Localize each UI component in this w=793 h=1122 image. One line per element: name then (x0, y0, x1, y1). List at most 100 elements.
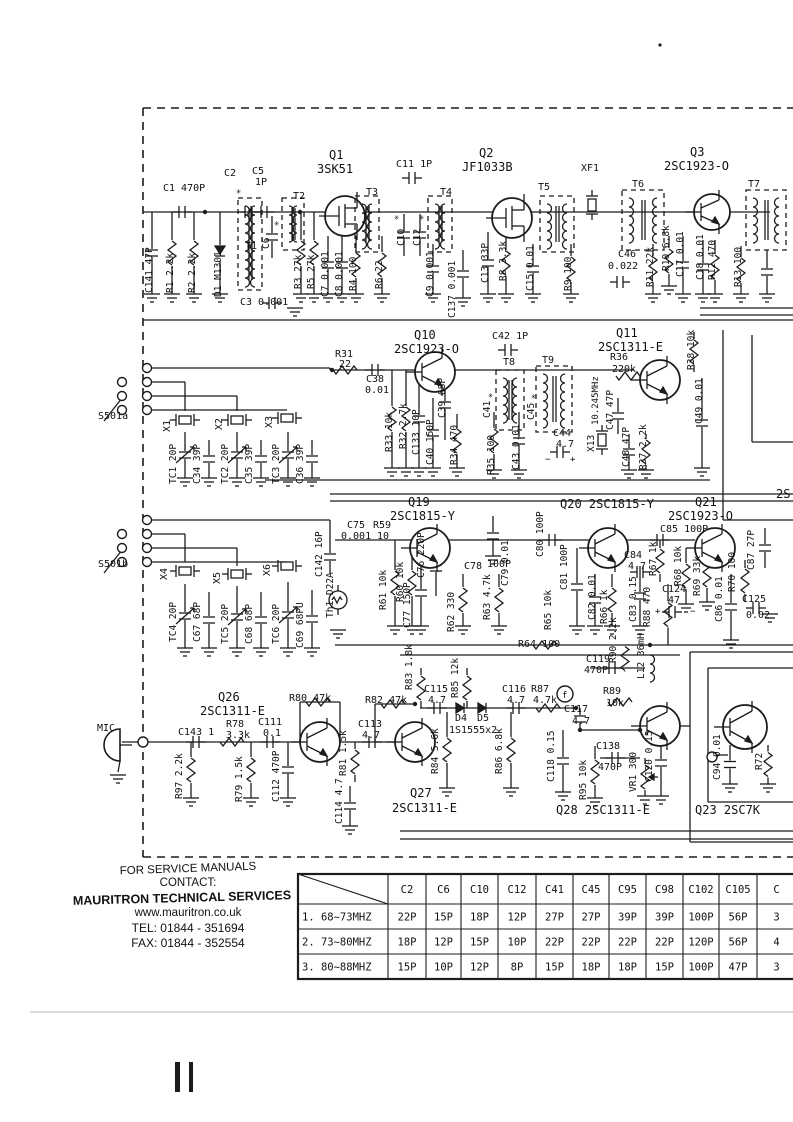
table-cell: 2. 73~80MHZ (302, 937, 372, 949)
component-label: VR1 300 (628, 752, 639, 792)
component-label: R11 22k (645, 247, 656, 287)
component-label: D5 (477, 713, 489, 724)
crystal-symbol (280, 561, 294, 571)
component-label: 0.01 (365, 385, 389, 396)
schematic-symbols (30, 43, 793, 1092)
resistor-symbol (654, 548, 666, 574)
component-label: ✳ (274, 219, 280, 229)
component-label: C76 220P (416, 532, 427, 578)
component-label: C9 0.001 (425, 251, 436, 297)
component-label: C137 0.001 (447, 261, 458, 318)
component-label: ✳ (488, 391, 494, 401)
service-contact-block: FOR SERVICE MANUALS CONTACT: MAURITRON T… (58, 861, 318, 951)
component-label: R89 (603, 686, 621, 697)
component-label: C83 0.15 (628, 576, 639, 622)
table-cell: 15P (434, 912, 453, 924)
component-label: Q23 2SC7K (695, 803, 761, 817)
transistor-collector (700, 199, 720, 209)
component-label: R90 2.2k (608, 617, 619, 663)
component-label: C35 39P (244, 444, 255, 484)
component-label: R63 4.7k (482, 574, 493, 620)
resistor-symbol (332, 364, 358, 376)
component-label: Th1 D22A (325, 572, 336, 618)
transformer-coil (628, 197, 635, 244)
table-cell: 10P (434, 962, 453, 974)
crystal-symbol (178, 415, 192, 425)
component-label: + (655, 607, 661, 617)
component-label: C117 (564, 704, 588, 715)
component-label: 2SC1923-O (394, 342, 459, 356)
contact-fax: FAX: 01844 - 352554 (131, 935, 245, 950)
component-label: C15 0.01 (525, 245, 536, 291)
component-label: R70 100 (727, 552, 738, 592)
table-cell: C98 (655, 884, 674, 896)
component-label: S501b (98, 559, 128, 570)
component-label: R67 1k (648, 541, 659, 576)
component-label: S501a (98, 411, 128, 422)
component-label: R31 (335, 349, 353, 360)
junction-node (202, 209, 208, 215)
junction-node (412, 701, 418, 707)
table-cell: 3 (773, 962, 779, 974)
resistor-symbol (647, 256, 659, 282)
component-label: C81 100P (559, 544, 570, 590)
resistor-symbol (457, 587, 469, 613)
component-label: MIC (97, 723, 115, 734)
component-label: Q2 (479, 146, 493, 160)
table-cell: 22P (545, 937, 564, 949)
component-label: X5 (212, 572, 223, 584)
table-cell: 39P (655, 912, 674, 924)
component-label: R88 470 (642, 587, 653, 627)
component-label: C36 39P (295, 444, 306, 484)
component-label: X3 (264, 416, 275, 428)
table-cell: 10P (508, 937, 527, 949)
component-label: C3 0.001 (240, 297, 288, 308)
emitter-arrow (414, 747, 424, 758)
resistor-symbol (349, 749, 361, 775)
resistor-symbol (739, 568, 751, 594)
component-label: C46 (618, 249, 636, 260)
component-label: C86 0.01 (714, 576, 725, 622)
transformer-coil (542, 373, 549, 429)
junction-node (573, 705, 579, 711)
component-label: R86 6.8k (494, 728, 505, 774)
component-label: 2S (776, 487, 790, 501)
table-cell: 15P (398, 962, 417, 974)
component-label: R62 330 (446, 592, 457, 632)
component-label: R9 100 (563, 256, 574, 291)
component-label: R10 6.8k (661, 225, 672, 271)
component-label: C44 (553, 428, 571, 439)
component-label: R2 2.2k (187, 253, 198, 293)
trimmer-arrow (278, 446, 298, 464)
component-label: C85 100P (660, 524, 708, 535)
crystal-symbol (230, 569, 244, 579)
switch-contact (116, 404, 128, 416)
component-label: − (545, 455, 551, 465)
transformer-symbol (539, 195, 575, 253)
table-cell: 120P (688, 937, 713, 949)
transformer-coil (249, 205, 256, 288)
table-cell: C95 (618, 884, 637, 896)
component-label: 2SC1311-E (392, 801, 457, 815)
component-label: R79 1.5k (234, 756, 245, 802)
component-label: 2SC1815-Y (390, 509, 456, 523)
resistor-symbol (607, 696, 633, 708)
component-label: 4.7 (628, 561, 646, 572)
component-label: C13 33P (480, 243, 491, 283)
transformer-symbol (535, 365, 573, 433)
emitter-arrow (607, 553, 617, 564)
emitter-arrow (434, 377, 444, 388)
junction-node (577, 727, 583, 733)
component-label: 470P (584, 665, 608, 676)
component-label: C43 0.01 (511, 424, 522, 470)
table-cell: 47P (729, 962, 748, 974)
resistor-symbol (735, 257, 747, 283)
table-cell: 56P (729, 912, 748, 924)
transformer-symbol (495, 369, 525, 431)
switch-contact (137, 736, 149, 748)
table-cell: 22P (398, 912, 417, 924)
table-cell: 1. 68~73MHZ (302, 912, 372, 924)
transformer-symbol (427, 195, 453, 253)
component-label: TC3 20P (271, 444, 282, 484)
resistor-symbol (376, 252, 388, 278)
